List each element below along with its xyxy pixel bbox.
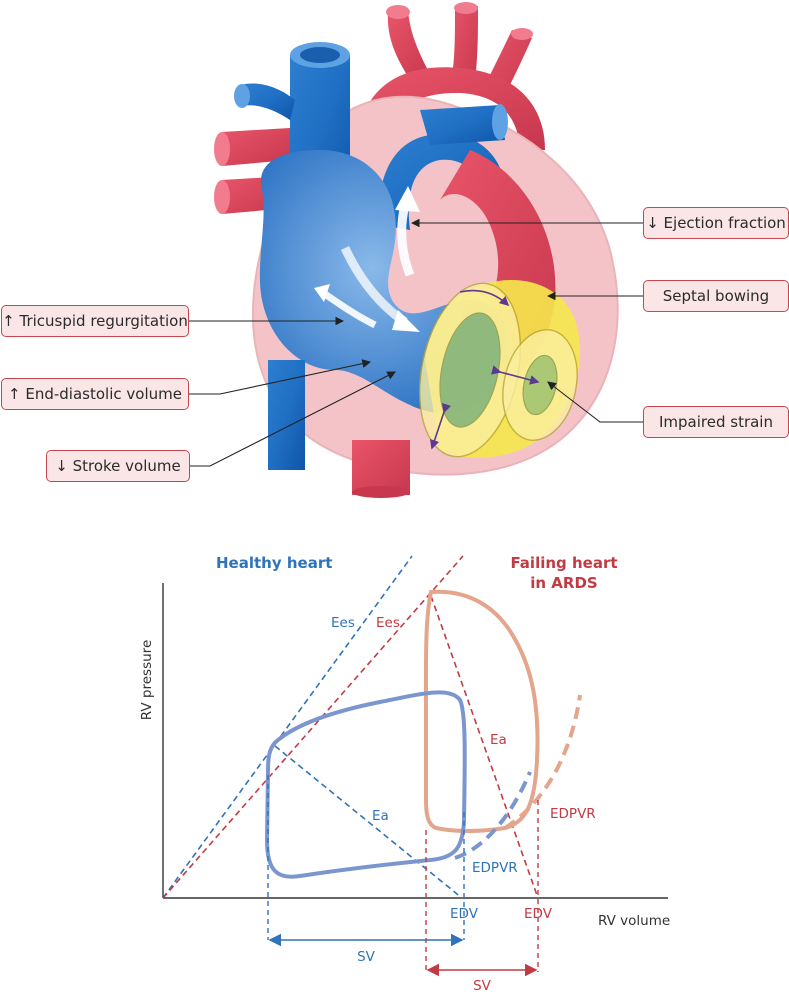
svc-lumen	[300, 47, 340, 63]
leader-stroke-volume	[190, 371, 396, 467]
aortic-branch	[387, 10, 432, 80]
failing-edv-label: EDV	[524, 906, 553, 922]
callout-end-diastolic-volume: ↑ End-diastolic volume	[1, 378, 189, 410]
aortic-branch-cap	[454, 2, 478, 14]
failing-ees-line	[162, 555, 464, 899]
flow-arrow-head	[392, 310, 420, 332]
failing-title-line1: Failing heart	[510, 554, 617, 572]
x-axis-label: RV volume	[598, 913, 670, 929]
strain-arrow	[491, 365, 540, 385]
descending-aorta	[352, 440, 410, 495]
callout-tricuspid-regurgitation: ↑ Tricuspid regurgitation	[1, 305, 189, 337]
leader-edv	[188, 359, 372, 395]
azygos-cap	[234, 84, 250, 108]
healthy-ea-label: Ea	[372, 808, 389, 824]
healthy-edpvr-label: EDPVR	[472, 860, 518, 876]
failing-edpvr-label: EDPVR	[550, 806, 596, 822]
failing-edpvr	[503, 694, 582, 830]
pv-loop-diagram: RV pressure RV volume Healthy heart Fail…	[139, 554, 670, 994]
flow-arrow-head	[314, 284, 330, 302]
callout-impaired-strain: Impaired strain	[643, 406, 789, 438]
healthy-ees-label: Ees	[331, 615, 355, 631]
aortic-branch	[450, 6, 478, 88]
leader-impaired-strain	[547, 381, 643, 423]
strain-arrow	[429, 402, 452, 450]
callout-ejection-fraction: ↓ Ejection fraction	[643, 207, 789, 239]
azygos-vein	[240, 83, 295, 120]
failing-ea-line	[430, 595, 539, 899]
healthy-edv-label: EDV	[450, 906, 479, 922]
pulmonary-vein-cap	[214, 132, 230, 166]
y-axis-label: RV pressure	[139, 640, 155, 720]
failing-ea-label: Ea	[490, 732, 507, 748]
strain-arrow	[459, 289, 510, 307]
callout-septal-bowing: Septal bowing	[643, 280, 789, 312]
pulmonary-artery-branch	[420, 105, 505, 145]
failing-ees-label: Ees	[376, 615, 400, 631]
aortic-branch-cap	[386, 5, 410, 19]
failing-title-line2: in ARDS	[530, 574, 597, 592]
healthy-ea-line	[274, 745, 463, 899]
pulmonary-vein	[222, 128, 290, 166]
inferior-vena-cava	[268, 360, 305, 470]
healthy-sv-label: SV	[357, 949, 376, 965]
healthy-ees-line	[162, 555, 413, 899]
descending-aorta-cap	[352, 486, 410, 498]
callout-stroke-volume: ↓ Stroke volume	[46, 450, 190, 482]
aortic-arch	[360, 67, 545, 150]
pulmonary-artery-cap	[492, 104, 508, 140]
healthy-pv-loop	[264, 690, 467, 879]
failing-sv-label: SV	[473, 978, 492, 994]
healthy-edpvr	[454, 771, 532, 860]
healthy-title: Healthy heart	[216, 554, 332, 572]
heart-illustration	[188, 2, 643, 498]
flow-arrow-head	[395, 186, 420, 212]
flow-arrow	[397, 203, 415, 277]
pulmonary-vein-cap	[214, 180, 230, 214]
aortic-branch-cap	[511, 28, 533, 40]
